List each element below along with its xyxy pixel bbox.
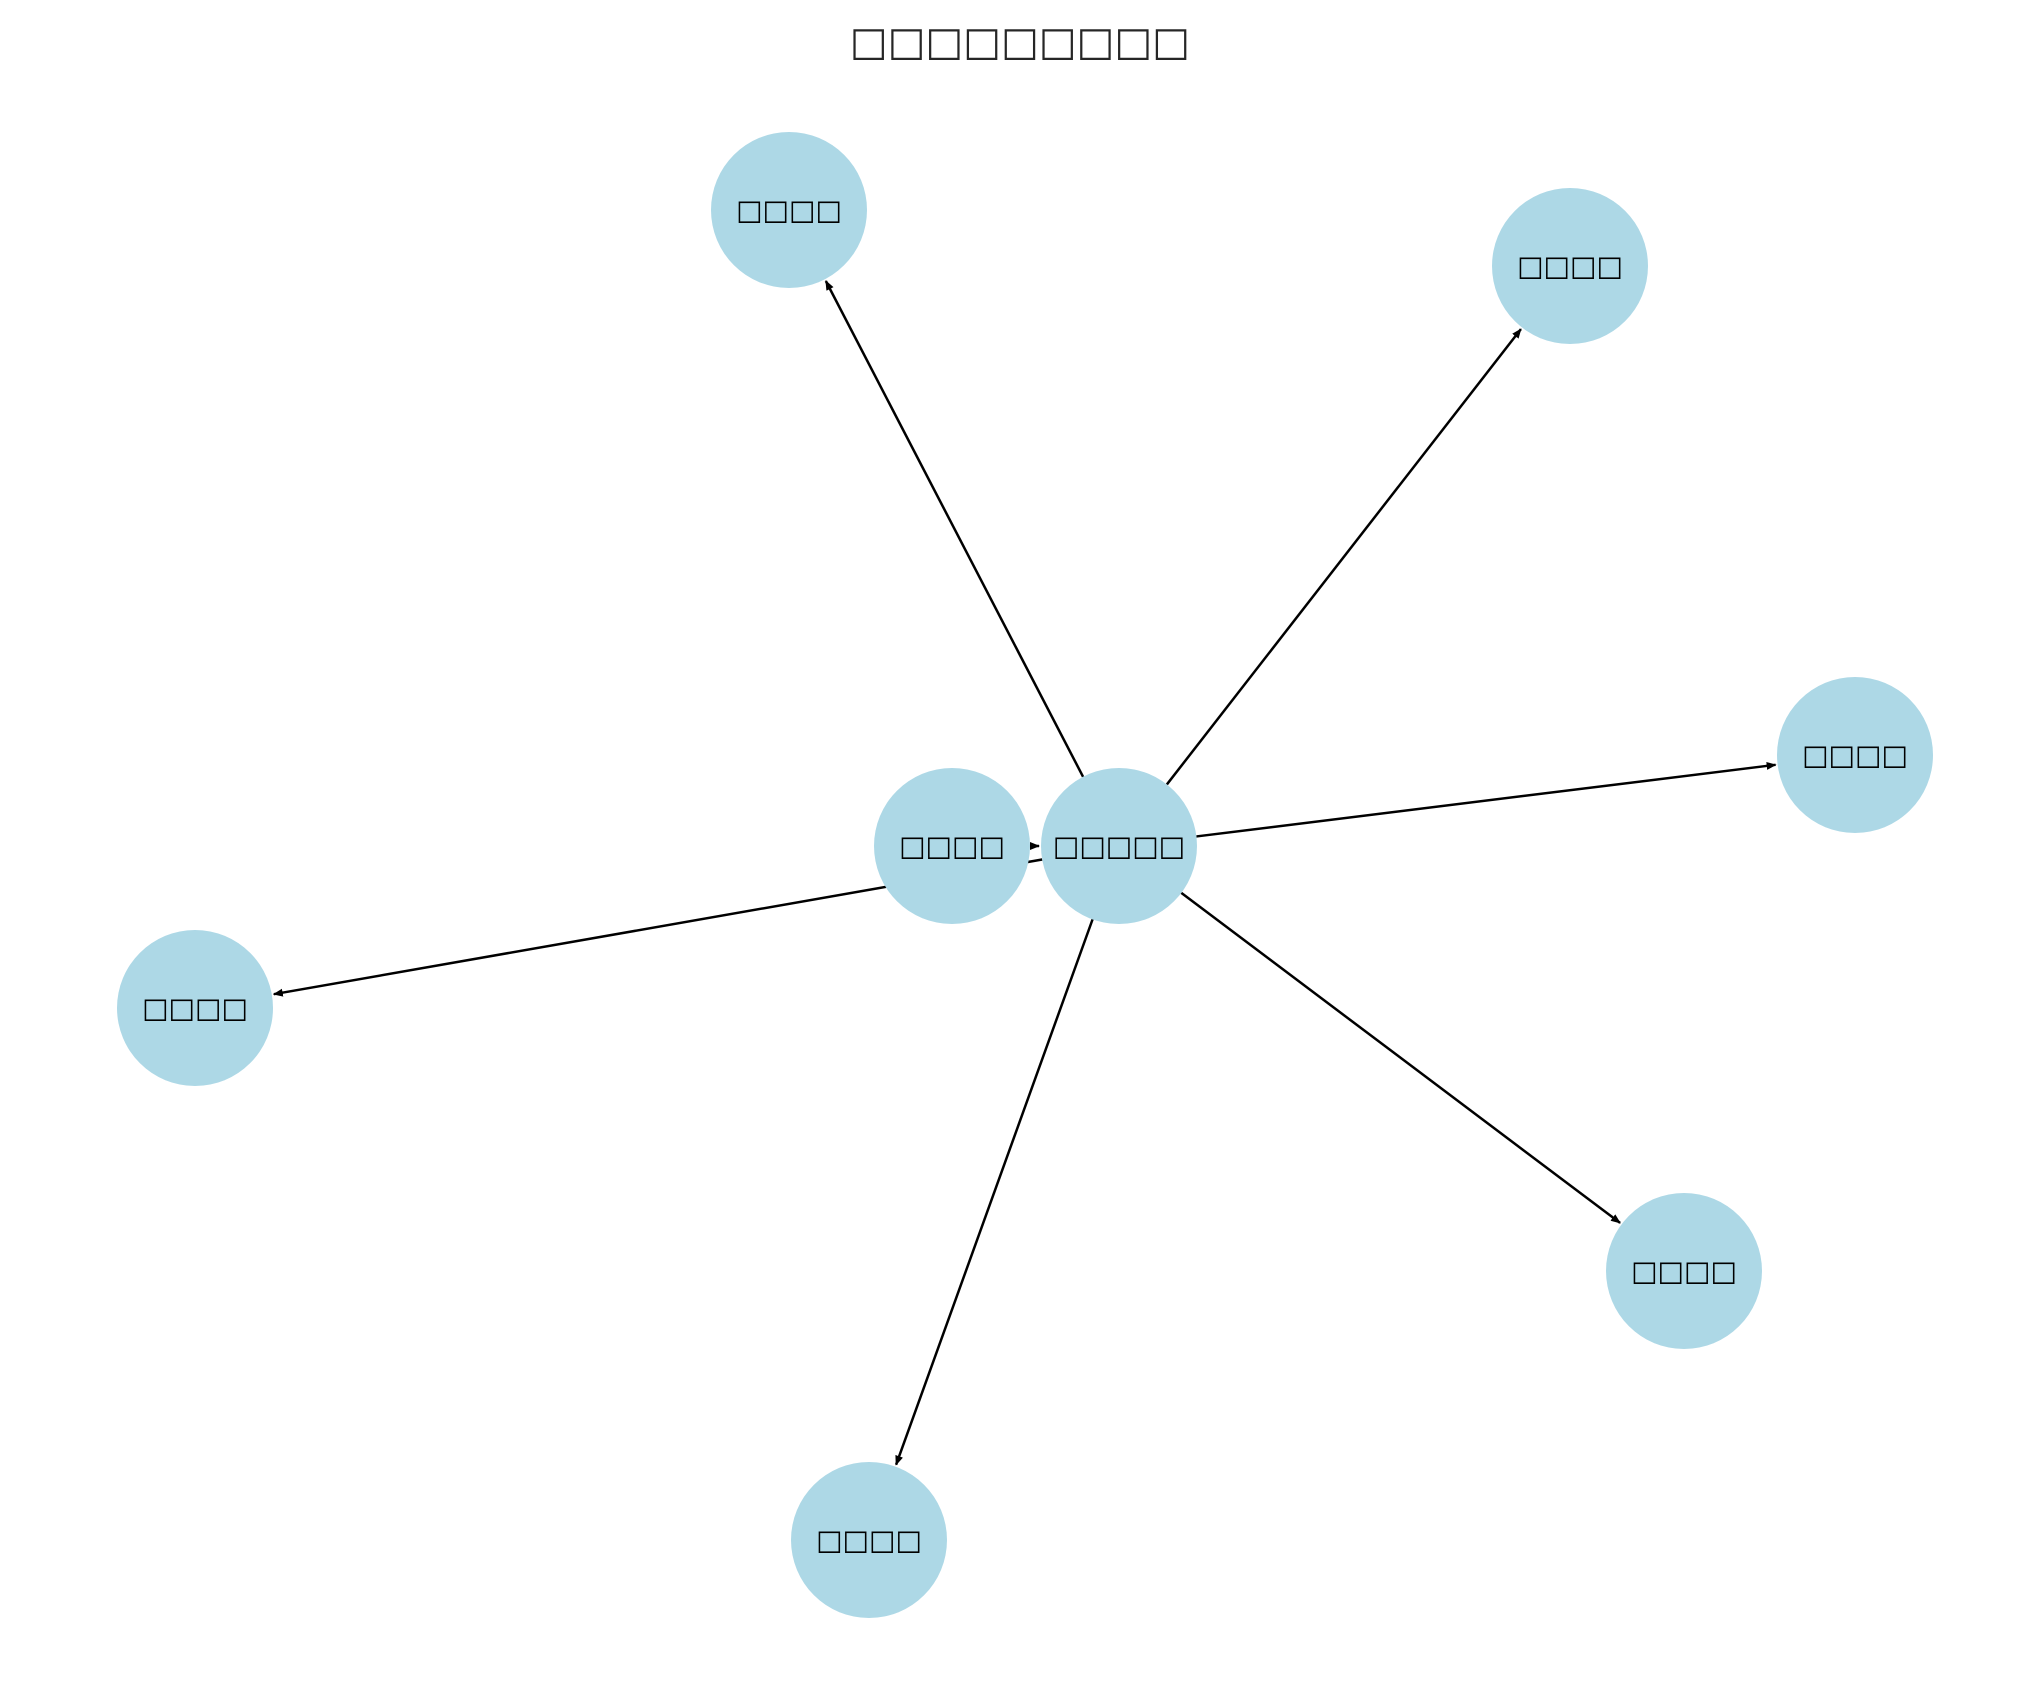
node-circle-top (711, 132, 867, 288)
diagram-title: □□□□□□□□□ (850, 19, 1190, 65)
node-circle-bottom (791, 1462, 947, 1618)
node-label-lower-right: □□□□ (1631, 1255, 1737, 1288)
edge-center-to-upper-right (1165, 328, 1522, 786)
node-bottom: □□□□ (791, 1462, 947, 1618)
node-label-right: □□□□ (1802, 739, 1908, 772)
node-right: □□□□ (1777, 677, 1933, 833)
edge-center-to-top (824, 280, 1085, 778)
node-label-upper-right: □□□□ (1517, 250, 1623, 283)
node-label-center: □□□□□ (1053, 830, 1185, 863)
node-circle-right (1777, 677, 1933, 833)
node-circle-upper-right (1492, 188, 1648, 344)
edge-center-to-right (1196, 761, 1777, 838)
node-center: □□□□□ (1041, 768, 1197, 924)
node-inner: □□□□ (874, 768, 1030, 924)
node-top: □□□□ (711, 132, 867, 288)
node-circle-left (117, 930, 273, 1086)
node-circle-inner (874, 768, 1030, 924)
node-lower-right: □□□□ (1606, 1193, 1762, 1349)
node-circle-center (1041, 768, 1197, 924)
node-label-left: □□□□ (142, 992, 248, 1025)
nodes-layer: □□□□□□□□□□□□□□□□□□□□□□□□□□□□□□□□□ (117, 132, 1933, 1618)
node-circle-lower-right (1606, 1193, 1762, 1349)
node-label-bottom: □□□□ (816, 1524, 922, 1557)
node-label-inner: □□□□ (899, 830, 1005, 863)
node-label-top: □□□□ (736, 194, 842, 227)
edge-center-to-bottom (894, 918, 1094, 1466)
node-left: □□□□ (117, 930, 273, 1086)
node-upper-right: □□□□ (1492, 188, 1648, 344)
edge-center-to-lower-right (1180, 891, 1621, 1224)
